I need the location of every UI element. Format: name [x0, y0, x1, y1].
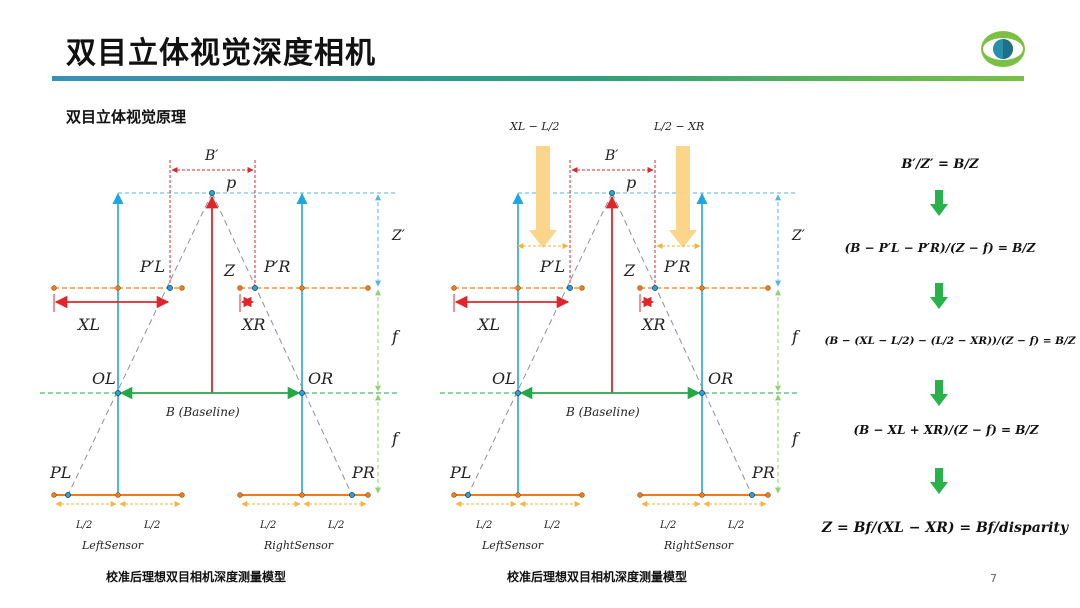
- down-arrow-icon: [930, 380, 948, 406]
- yellow-arrow-right: [669, 146, 697, 248]
- label-pl-prime: P′L: [139, 257, 165, 276]
- label-baseline: B (Baseline): [165, 405, 240, 419]
- label-p: p: [626, 173, 636, 192]
- equation-3: (B − (XL − L/2) − (L/2 − XR))/(Z − f) = …: [824, 335, 1075, 347]
- label-p: p: [226, 173, 236, 192]
- yellow-arrow-left: [529, 146, 557, 248]
- label-b-prime: B′: [604, 148, 619, 164]
- label-ol: OL: [92, 369, 116, 388]
- label-or: OR: [308, 369, 333, 388]
- label-f-lower: f: [391, 429, 401, 448]
- label-arrow-left: XL − L/2: [509, 120, 559, 133]
- label-or: OR: [708, 369, 733, 388]
- label-pr-prime: P′R: [663, 257, 690, 276]
- label-f-upper: f: [391, 327, 401, 346]
- label-b-prime: B′: [204, 148, 219, 164]
- label-right-sensor: RightSensor: [663, 539, 734, 552]
- label-arrow-right: L/2 − XR: [653, 120, 704, 133]
- label-baseline: B (Baseline): [565, 405, 640, 419]
- label-right-sensor: RightSensor: [263, 539, 334, 552]
- label-pl-prime: P′L: [539, 257, 565, 276]
- label-xl: XL: [76, 315, 100, 334]
- label-half-l2: L/2: [143, 520, 160, 531]
- label-half-r1: L/2: [659, 520, 676, 531]
- right-diagram: [440, 146, 800, 504]
- label-xr: XR: [240, 315, 265, 334]
- label-half-l2: L/2: [543, 520, 560, 531]
- label-xl: XL: [476, 315, 500, 334]
- label-z-prime: Z′: [791, 228, 806, 244]
- equation-column: B′/Z′ = B/Z (B − P′L − P′R)/(Z − f) = B/…: [821, 157, 1076, 536]
- equation-2: (B − P′L − P′R)/(Z − f) = B/Z: [845, 241, 1037, 255]
- label-half-l1: L/2: [475, 520, 492, 531]
- section-subtitle: 双目立体视觉原理: [66, 108, 187, 126]
- equation-4: (B − XL + XR)/(Z − f) = B/Z: [853, 423, 1039, 437]
- label-z-prime: Z′: [391, 228, 406, 244]
- title-underline: [52, 76, 1024, 81]
- label-left-sensor: LeftSensor: [81, 539, 144, 552]
- label-ol: OL: [492, 369, 516, 388]
- down-arrow-icon: [930, 283, 948, 309]
- label-half-r2: L/2: [727, 520, 744, 531]
- label-left-sensor: LeftSensor: [481, 539, 544, 552]
- right-diagram-caption: 校准后理想双目相机深度测量模型: [507, 570, 688, 584]
- page-title: 双目立体视觉深度相机: [66, 36, 376, 71]
- equation-5: Z = Bf/(XL − XR) = Bf/disparity: [821, 520, 1069, 536]
- label-half-l1: L/2: [75, 520, 92, 531]
- page-number: 7: [990, 572, 997, 585]
- equation-1: B′/Z′ = B/Z: [900, 157, 979, 172]
- left-diagram-caption: 校准后理想双目相机深度测量模型: [106, 570, 287, 584]
- label-pr-prime: P′R: [263, 257, 290, 276]
- label-half-r1: L/2: [259, 520, 276, 531]
- label-xr: XR: [640, 315, 665, 334]
- label-pl: PL: [449, 463, 471, 482]
- down-arrow-icon: [930, 190, 948, 216]
- logo-icon: [981, 31, 1025, 67]
- down-arrow-icon: [930, 468, 948, 494]
- label-pr: PR: [351, 463, 375, 482]
- label-z: Z: [223, 261, 236, 280]
- label-pl: PL: [49, 463, 71, 482]
- label-f-lower: f: [791, 429, 801, 448]
- label-f-upper: f: [791, 327, 801, 346]
- label-pr: PR: [751, 463, 775, 482]
- label-z: Z: [623, 261, 636, 280]
- label-half-r2: L/2: [327, 520, 344, 531]
